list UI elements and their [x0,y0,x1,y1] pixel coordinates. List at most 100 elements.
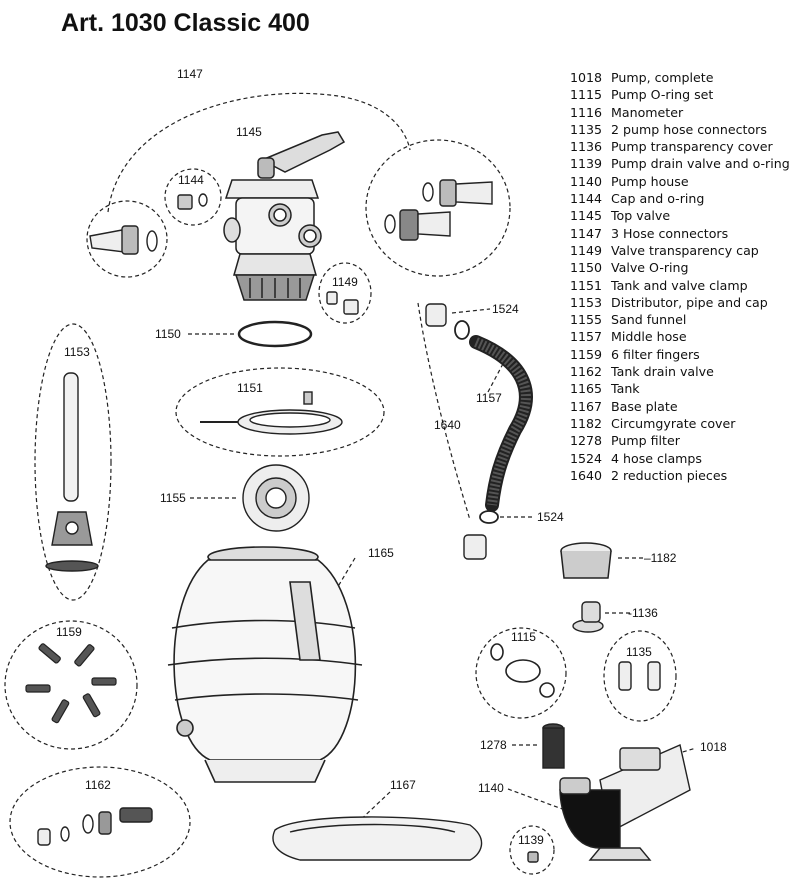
part-name: Pump transparency cover [611,139,773,155]
part-number: 1167 [570,398,603,414]
part-name: Pump drain valve and o-ring [611,156,790,172]
pump-filter-1278 [542,723,565,769]
group-outline-1162 [9,766,191,878]
part-number: 1145 [570,208,603,224]
top-valve-1145 [223,131,346,301]
group-outline-1139 [509,825,555,875]
circumgyrate-cover-1182 [560,542,612,579]
parts-list-item: 1147 3 Hose connectors [570,225,790,242]
group-outline-1159 [4,620,138,750]
part-name: Distributor, pipe and cap [611,294,768,310]
part-number: 1151 [570,277,603,293]
parts-list-item: 1144 Cap and o-ring [570,190,790,207]
callout-1159: 1159 [56,625,82,639]
callout-1144: 1144 [178,173,204,187]
pump-hose-connectors-1135 [618,661,661,691]
parts-list-item: 1153 Distributor, pipe and cap [570,294,790,311]
pump-transparency-cover-1136 [572,601,604,633]
callout-1147: 1147 [177,67,203,81]
part-name: Valve O-ring [611,260,689,276]
part-name: Cap and o-ring [611,191,705,207]
part-number: 1136 [570,139,603,155]
part-name: 4 hose clamps [611,450,702,466]
callout-1115: 1115 [511,630,536,644]
part-number: 1140 [570,173,603,189]
part-number: 1640 [570,467,603,483]
part-number: 1116 [570,104,603,120]
callout-1157: 1157 [476,391,502,405]
part-name: Manometer [611,104,684,120]
valve-o-ring-1150 [237,320,313,348]
part-number: 1155 [570,312,603,328]
callout-1153: 1153 [64,345,90,359]
part-number: 1150 [570,260,603,276]
pump-complete-1018 [559,744,691,861]
hose-connectors-right [384,179,493,241]
group-outline-1149 [318,262,372,324]
callout-1524-top: 1524 [492,302,519,316]
callout-1165: 1165 [368,546,394,560]
part-number: 1139 [570,156,603,172]
hose-connector-left [89,225,158,255]
sand-funnel-1155 [242,464,310,532]
parts-list-item: 1278 Pump filter [570,432,790,449]
pump-o-ring-set-1115 [490,643,555,698]
parts-list-item: 1151 Tank and valve clamp [570,277,790,294]
part-number: 1159 [570,346,603,362]
distributor-pipe-cap-1153 [45,372,99,572]
group-outline-1115 [475,627,567,719]
part-number: 1135 [570,121,603,137]
callout-1278: 1278 [480,738,507,752]
parts-list-item: 1140 Pump house [570,173,790,190]
base-plate-1167 [272,816,483,861]
callout-1155: 1155 [160,491,186,505]
callout-1140: 1140 [478,781,504,795]
part-number: 1149 [570,242,603,258]
parts-list-item: 1139 Pump drain valve and o-ring [570,155,790,172]
callout-1149: 1149 [332,275,358,289]
tank-drain-valve-1162 [37,807,153,846]
part-number: 1147 [570,225,603,241]
callout-1524-bottom: 1524 [537,510,564,524]
group-outline-left-connector [86,200,168,278]
callout-1139: 1139 [518,833,544,847]
callout-1135: 1135 [626,645,652,659]
part-number: 1278 [570,433,603,449]
group-outline-1151 [175,367,385,457]
pump-drain-valve-1139 [527,851,539,863]
parts-list-item: 1167 Base plate [570,398,790,415]
tank-1165 [167,546,363,783]
part-name: 2 pump hose connectors [611,121,767,137]
part-name: Base plate [611,398,678,414]
middle-hose-1157 [469,335,533,512]
page-title: Art. 1030 Classic 400 [61,9,310,37]
part-name: Tank and valve clamp [611,277,748,293]
part-number: 1157 [570,329,603,345]
callout-1167: 1167 [390,778,416,792]
part-number: 1153 [570,294,603,310]
part-name: 3 Hose connectors [611,225,729,241]
part-name: Pump house [611,173,689,189]
group-outline-1144 [164,168,222,226]
part-name: Tank [611,381,640,397]
parts-list-item: 1135 2 pump hose connectors [570,121,790,138]
part-number: 1162 [570,364,603,380]
part-name: Valve transparency cap [611,242,759,258]
parts-list-item: 1116 Manometer [570,104,790,121]
group-outline-1153 [34,323,112,601]
part-name: Pump O-ring set [611,87,714,103]
part-number: 1182 [570,415,603,431]
parts-list-item: 1150 Valve O-ring [570,259,790,276]
part-name: Pump filter [611,433,680,449]
part-number: 1144 [570,191,603,207]
